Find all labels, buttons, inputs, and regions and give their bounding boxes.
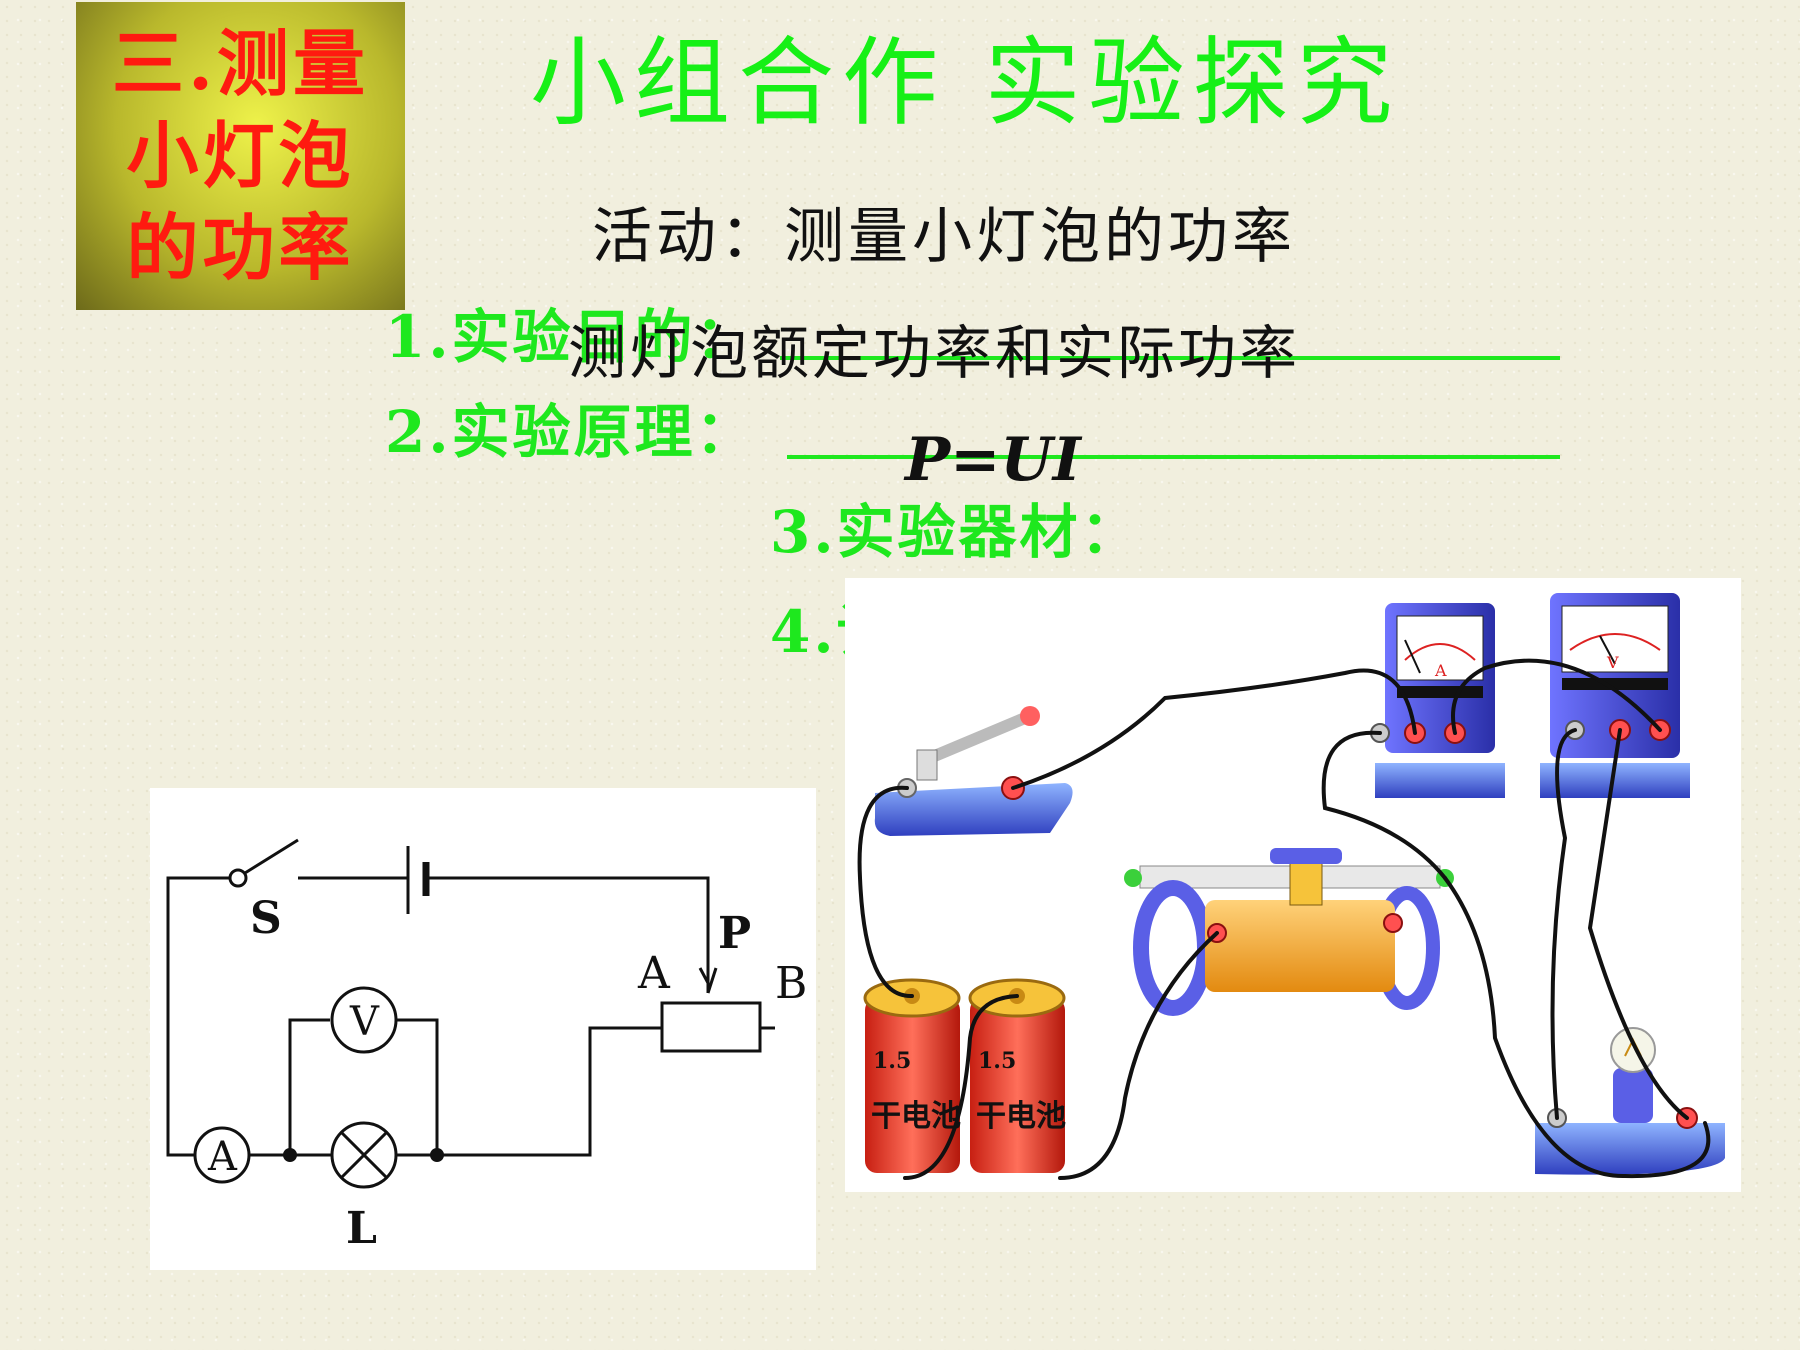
apparatus-picture: A V	[845, 578, 1741, 1192]
activity-heading: 活动：测量小灯泡的功率	[592, 202, 1296, 272]
slider-arrow-l	[698, 967, 710, 984]
label-switch: S	[250, 893, 282, 944]
badge-line-1: 三.测量	[111, 21, 370, 106]
switch-blade	[244, 838, 299, 875]
label-end-b: B	[775, 958, 807, 1009]
lamp-holder	[1535, 1027, 1725, 1175]
junction-right	[430, 1148, 444, 1162]
ammeter-symbol: A	[1434, 661, 1447, 680]
slider-arrow-r	[706, 967, 718, 994]
switch-pivot	[228, 868, 248, 888]
battery-1-label: 干电池	[871, 1099, 961, 1134]
wire-rheostat-lamp	[439, 1026, 662, 1157]
battery-2-voltage: 1.5	[978, 1048, 1016, 1074]
slide-title: 小组合作 实验探究	[530, 27, 1401, 139]
topic-badge: 三.测量 小灯泡 的功率	[76, 2, 405, 310]
wire-top-b	[426, 876, 710, 993]
connecting-wires	[857, 658, 1711, 1180]
label-slider: P	[718, 908, 751, 959]
wire-volt-left	[288, 1018, 330, 1155]
badge-line-3: 的功率	[126, 205, 355, 290]
principle-label: 2.实验原理：	[385, 398, 757, 466]
junction-left	[283, 1148, 297, 1162]
battery-1: 1.5 干电池	[863, 978, 961, 1173]
ammeter-device: A	[1370, 603, 1505, 798]
rheostat-rect	[660, 1001, 762, 1053]
purpose-label: 1.实验目的：	[385, 303, 757, 371]
circuit-diagram: S P A B V A L	[150, 788, 816, 1270]
battery-2-label: 干电池	[976, 1099, 1066, 1134]
wire-left	[166, 876, 230, 1157]
materials-label: 3.实验器材：	[770, 498, 1142, 566]
battery-1-voltage: 1.5	[873, 1048, 911, 1074]
principle-underline	[787, 455, 1560, 459]
purpose-underline	[780, 356, 1560, 360]
voltmeter-symbol: V	[1606, 653, 1619, 672]
label-lamp: L	[346, 1203, 377, 1254]
lamp-cross-b	[339, 1130, 389, 1180]
apparatus-illustration: A V	[857, 593, 1725, 1180]
purpose-answer: 测灯泡额定功率和实际功率	[568, 319, 1301, 387]
switch-device	[874, 706, 1073, 836]
label-voltmeter: V	[349, 999, 380, 1045]
badge-line-2: 小灯泡	[126, 113, 355, 198]
principle-formula: P=UI	[905, 425, 1081, 495]
label-end-a: A	[637, 948, 671, 999]
circuit-schematic: S P A B V A L	[166, 838, 807, 1254]
wire-volt-right	[396, 1018, 439, 1155]
label-ammeter: A	[207, 1134, 238, 1180]
